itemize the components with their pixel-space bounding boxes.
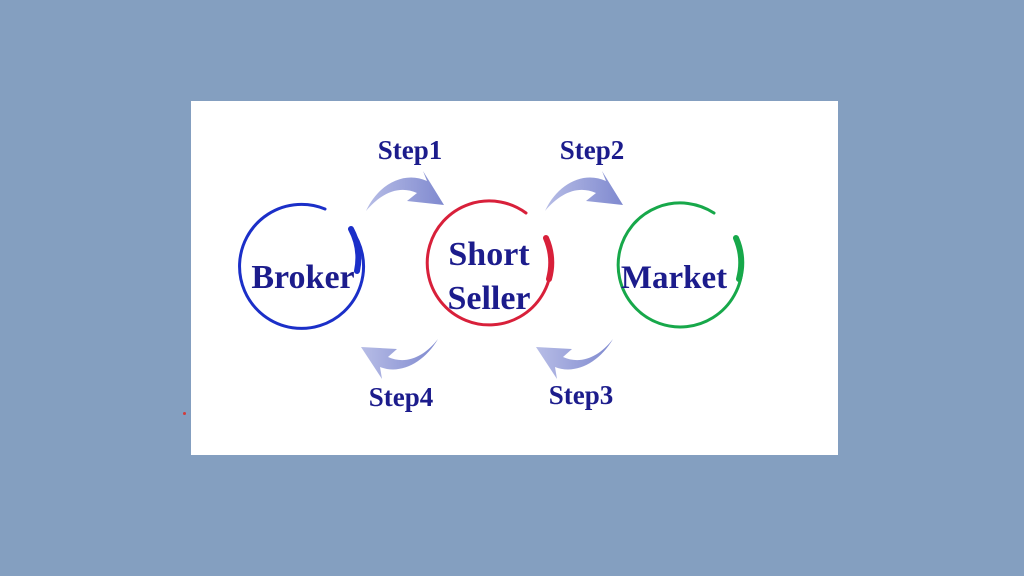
- broker-node: Broker: [238, 202, 366, 330]
- broker-circle: [238, 202, 366, 330]
- market-node: Market: [616, 201, 745, 329]
- broker-label: Broker: [251, 259, 354, 296]
- step4-arrow: [361, 339, 438, 379]
- short-seller-circle: [425, 199, 553, 327]
- step1-label: Step1: [378, 135, 443, 165]
- short-seller-label-line1: Short: [448, 236, 530, 273]
- stray-red-dot: [183, 412, 186, 415]
- step3-arrow: [536, 339, 613, 379]
- step4-label: Step4: [369, 382, 434, 412]
- short-seller-label-line2: Seller: [447, 280, 530, 317]
- step3-label: Step3: [549, 380, 614, 410]
- market-label: Market: [621, 260, 727, 296]
- market-circle: [616, 201, 744, 329]
- step2-label: Step2: [560, 135, 625, 165]
- market-circle-accent: [733, 235, 745, 282]
- diagram-card: Broker Short Seller Market Step1 Step2 S…: [191, 101, 838, 455]
- short-seller-node: Short Seller: [425, 199, 555, 327]
- step2-arrow: [545, 171, 623, 211]
- step1-arrow: [366, 171, 444, 211]
- short-seller-circle-accent: [543, 235, 555, 282]
- broker-circle-accent: [348, 226, 362, 274]
- short-selling-cycle-diagram: Broker Short Seller Market Step1 Step2 S…: [238, 135, 745, 412]
